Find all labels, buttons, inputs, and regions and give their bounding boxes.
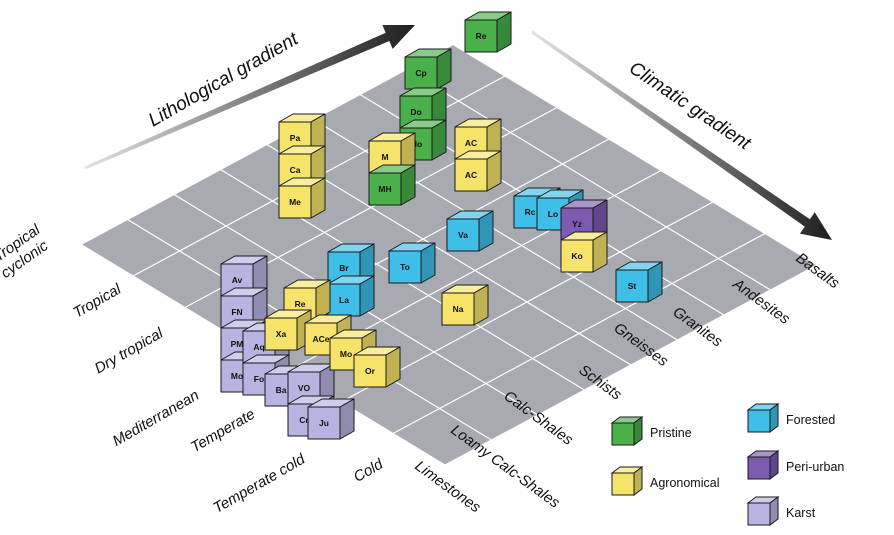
site-cube-agronomical: AC bbox=[454, 150, 502, 192]
cube-site-code: Re bbox=[476, 31, 487, 41]
cube-site-code: AC bbox=[465, 138, 477, 148]
site-cube-karst: FN bbox=[220, 287, 268, 329]
cube-side-face bbox=[473, 284, 489, 326]
climate-zone-label: Dry tropical bbox=[92, 324, 167, 377]
cube-site-code: La bbox=[339, 295, 349, 305]
cube-site-code: Me bbox=[289, 197, 301, 207]
site-cube-forested: To bbox=[388, 242, 436, 284]
grid-line bbox=[392, 232, 766, 435]
legend-swatch-icon bbox=[747, 502, 771, 526]
site-cube-agronomical: Na bbox=[441, 284, 489, 326]
cube-side-face bbox=[486, 150, 502, 192]
cube-site-code: Ju bbox=[319, 418, 329, 428]
lithological-gradient-label: Lithological gradient bbox=[145, 28, 302, 131]
legend-swatch-icon bbox=[611, 422, 635, 446]
site-cube-agronomical: Re bbox=[283, 279, 331, 321]
legend-item: Karst bbox=[746, 496, 816, 526]
cube-site-code: Or bbox=[365, 366, 376, 376]
cube-site-code: Mo bbox=[231, 371, 243, 381]
legend-label: Forested bbox=[786, 413, 835, 427]
cube-site-code: ACe bbox=[312, 334, 329, 344]
site-cube-peri-urban: Yz bbox=[560, 199, 608, 241]
grid-line bbox=[406, 68, 771, 291]
cube-site-code: Do bbox=[410, 107, 421, 117]
cube-site-code: Pa bbox=[290, 133, 301, 143]
lithology-label: Limestones bbox=[412, 457, 484, 516]
cube-side-face bbox=[496, 11, 512, 53]
cube-site-code: Ko bbox=[571, 251, 582, 261]
legend-label: Karst bbox=[786, 506, 816, 520]
grid-line bbox=[340, 201, 714, 403]
climate-zone-label: Tropical bbox=[70, 280, 124, 321]
site-cube-agronomical: Or bbox=[353, 346, 401, 388]
legend-item: Pristine bbox=[610, 416, 692, 446]
cube-side-face bbox=[385, 346, 401, 388]
cube-site-code: Cp bbox=[415, 68, 426, 78]
legend-swatch-icon bbox=[611, 472, 635, 496]
cube-site-code: Mo bbox=[340, 349, 352, 359]
cube-site-code: PM bbox=[231, 339, 244, 349]
site-cube-forested: La bbox=[327, 275, 375, 317]
site-cube-forested: St bbox=[615, 261, 663, 303]
cube-side-face bbox=[310, 177, 326, 219]
cube-site-code: AC bbox=[465, 170, 477, 180]
cube-side-face bbox=[420, 242, 436, 284]
cube-site-code: Yz bbox=[572, 219, 582, 229]
cube-side-face bbox=[431, 119, 447, 161]
cube-site-code: Ca bbox=[290, 165, 301, 175]
cube-site-code: VO bbox=[298, 383, 311, 393]
legend-swatch-icon bbox=[747, 409, 771, 433]
legend-swatch-icon bbox=[747, 456, 771, 480]
cube-site-code: To bbox=[400, 262, 410, 272]
site-cube-pristine: Cp bbox=[404, 48, 452, 90]
climate-zone-label: Temperate bbox=[188, 406, 258, 456]
cube-side-face bbox=[478, 210, 494, 252]
cube-site-code: FN bbox=[231, 307, 242, 317]
cube-site-code: Cr bbox=[299, 415, 309, 425]
cube-site-code: Ba bbox=[276, 385, 287, 395]
site-cube-agronomical: Ko bbox=[560, 231, 608, 273]
lithological-gradient-arrow bbox=[84, 25, 415, 170]
cube-site-code: MH bbox=[378, 184, 391, 194]
site-cube-forested: Va bbox=[446, 210, 494, 252]
cube-site-code: Av bbox=[232, 275, 243, 285]
legend-label: Peri-urban bbox=[786, 460, 844, 474]
legend-item: Agronomical bbox=[610, 466, 719, 496]
cube-side-face bbox=[592, 231, 608, 273]
cube-site-code: Na bbox=[453, 304, 464, 314]
legend-item: Peri-urban bbox=[746, 450, 844, 480]
cube-site-code: Fo bbox=[254, 374, 264, 384]
site-cube-agronomical: AC bbox=[454, 118, 502, 160]
cube-site-code: Lo bbox=[548, 209, 558, 219]
climatic-gradient-arrow bbox=[531, 30, 832, 240]
cube-side-face bbox=[339, 398, 355, 440]
climate-zone-label: Temperate cold bbox=[210, 450, 308, 516]
grid-line bbox=[266, 143, 632, 366]
cube-side-face bbox=[436, 48, 452, 90]
site-cube-pristine: MH bbox=[368, 164, 416, 206]
cube-site-code: Rc bbox=[525, 207, 536, 217]
site-cube-agronomical: Xa bbox=[264, 309, 312, 351]
climate-zone-label: Cold bbox=[351, 455, 387, 485]
site-cube-agronomical: Ca bbox=[278, 145, 326, 187]
legend-label: Pristine bbox=[650, 426, 692, 440]
cube-site-code: St bbox=[628, 281, 637, 291]
cube-site-code: Xa bbox=[276, 329, 287, 339]
site-cube-karst: Ju bbox=[307, 398, 355, 440]
site-cube-agronomical: Me bbox=[278, 177, 326, 219]
cube-side-face bbox=[359, 275, 375, 317]
cube-site-code: Br bbox=[339, 263, 349, 273]
cube-site-code: M bbox=[381, 152, 388, 162]
cube-side-face bbox=[647, 261, 663, 303]
legend-item: Forested bbox=[746, 403, 835, 433]
cube-side-face bbox=[315, 279, 331, 321]
site-cube-pristine: Re bbox=[464, 11, 512, 53]
cube-side-face bbox=[400, 164, 416, 206]
cube-site-code: Aq bbox=[253, 342, 264, 352]
cube-site-code: Mo bbox=[410, 139, 422, 149]
cube-site-code: Re bbox=[295, 299, 306, 309]
legend-label: Agronomical bbox=[650, 476, 719, 490]
cube-site-code: Va bbox=[458, 230, 468, 240]
